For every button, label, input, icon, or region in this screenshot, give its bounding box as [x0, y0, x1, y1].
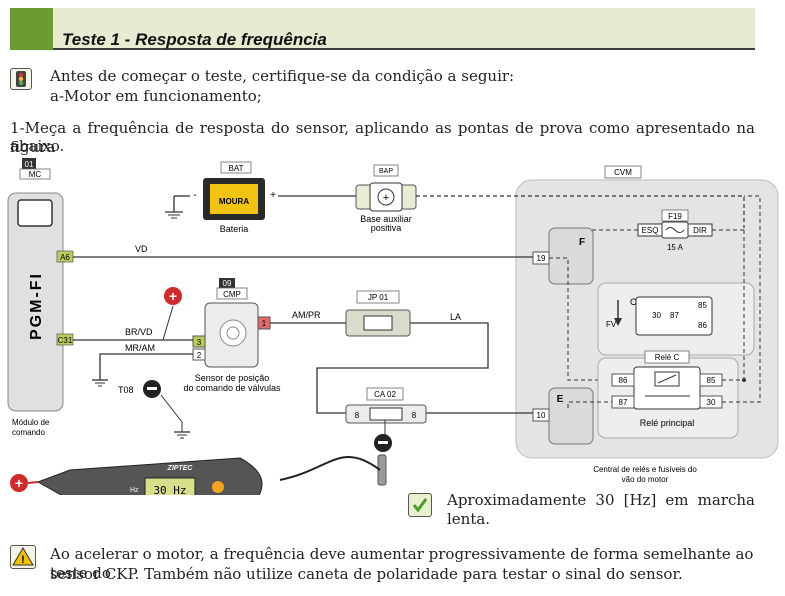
connector-e-pin: 10	[537, 411, 546, 420]
battery-code: BAT	[229, 164, 244, 173]
bap-label-1: Base auxiliar	[360, 214, 412, 224]
warning-line-2: sensor CKP. Também não utilize caneta de…	[50, 565, 683, 583]
relay-detail-fv: FV	[606, 320, 617, 329]
svg-text:+: +	[15, 475, 23, 491]
cmp-number: 09	[223, 279, 232, 288]
relay-detail-86: 86	[698, 321, 707, 330]
meter-button	[212, 481, 224, 493]
wire-br-vd: BR/VD	[125, 327, 153, 337]
cmp-label-1: Sensor de posição	[195, 373, 270, 383]
section-header: Teste 1 - Resposta de frequência	[10, 8, 755, 50]
relay-label: Relé principal	[640, 418, 695, 428]
notice-line-1: Antes de começar o teste, certifique-se …	[50, 67, 515, 85]
cmp-pin-3: 3	[197, 338, 202, 347]
ecu-pin-a6: A6	[60, 253, 70, 262]
result-line-2: lenta.	[447, 510, 491, 528]
fuse-rating: 15 A	[667, 243, 684, 252]
positive-probe-icon	[164, 287, 182, 305]
cmp-pin-2: 2	[197, 351, 202, 360]
svg-text:+: +	[383, 192, 389, 204]
battery-label: Bateria	[220, 224, 249, 234]
cmp-pin-1: 1	[262, 319, 267, 328]
ecu-pin-c31: C31	[58, 336, 73, 345]
cvm-caption-2: vão do motor	[622, 475, 669, 484]
warning-icon: !	[10, 545, 36, 569]
connector-f-label: F	[579, 237, 585, 248]
header-accent	[10, 8, 53, 50]
battery-plus: +	[270, 190, 276, 201]
meter-positive-icon	[10, 474, 28, 492]
wire-t08: T08	[118, 385, 134, 395]
fuse-left: ESQ	[642, 226, 659, 235]
instruction-line-1: 1-Meça a frequência de resposta do senso…	[10, 119, 755, 156]
relay-pin-85: 85	[707, 376, 716, 385]
relay-detail-85: 85	[698, 301, 707, 310]
fuse-code: F19	[668, 212, 682, 221]
connector-e-label: E	[557, 394, 564, 405]
ecu-name: PGM-FI	[28, 272, 45, 340]
cmp-code: CMP	[223, 290, 241, 299]
meter-side-label: Hz	[130, 487, 139, 494]
svg-text:+: +	[169, 288, 177, 304]
meter-brand: ZIPTEC	[167, 465, 194, 472]
wire-am-pr: AM/PR	[292, 310, 321, 320]
ca02-pin-left: 8	[355, 411, 360, 420]
wire-vd: VD	[135, 244, 148, 254]
connector-f	[548, 227, 594, 285]
bap-label-2: positiva	[371, 223, 402, 233]
warning-line-1: Ao acelerar o motor, a frequência deve a…	[50, 545, 754, 582]
section-title: Teste 1 - Resposta de frequência	[62, 30, 327, 49]
cmp-label-2: do comando de válvulas	[183, 383, 281, 393]
ecu-caption-2: comando	[12, 428, 45, 437]
cvm-caption-1: Central de relés e fusíveis do	[593, 465, 697, 474]
plus-circle-icon	[377, 188, 395, 206]
relay-pin-87: 87	[619, 398, 628, 407]
ecu-caption-1: Módulo de	[12, 418, 50, 427]
battery-minus: -	[193, 190, 196, 201]
notice-line-2: a-Motor em funcionamento;	[50, 87, 262, 105]
ecu-number: 01	[25, 160, 34, 169]
ecu-module	[7, 192, 64, 412]
fuse-right: DIR	[693, 226, 707, 235]
meter-reading: 30 Hz	[153, 484, 186, 495]
relay-detail-30: 30	[652, 311, 661, 320]
ca02-pin-right: 8	[412, 411, 417, 420]
relay-icon	[633, 366, 701, 410]
relay-code: Relé C	[655, 353, 680, 362]
header-bar	[53, 8, 755, 50]
check-icon	[408, 493, 432, 517]
relay-pin-30: 30	[707, 398, 716, 407]
cvm-code: CVM	[614, 168, 632, 177]
svg-text:!: !	[21, 554, 25, 566]
instruction-line-2: abaixo.	[10, 137, 65, 155]
wire-mr-am: MR/AM	[125, 343, 155, 353]
connector-f-pin: 19	[537, 254, 546, 263]
multimeter-pen	[36, 457, 263, 495]
jp01-code: JP 01	[368, 293, 389, 302]
relay-detail-87: 87	[670, 311, 679, 320]
wiring-diagram: CVM Central de relés e fusíveis do vão d…	[7, 158, 779, 495]
connector-e	[548, 387, 594, 445]
bap-code: BAP	[379, 168, 393, 175]
traffic-light-icon	[10, 68, 32, 90]
relay-pin-86: 86	[619, 376, 628, 385]
battery-brand: MOURA	[219, 197, 249, 206]
ecu-code: MC	[29, 170, 42, 179]
ca02-code: CA 02	[374, 390, 396, 399]
wire-la: LA	[450, 312, 461, 322]
ecu-chip-icon	[17, 199, 53, 227]
relay-detail-c: C	[630, 297, 637, 307]
result-line-1: Aproximadamente 30 [Hz] em marcha	[447, 491, 755, 509]
